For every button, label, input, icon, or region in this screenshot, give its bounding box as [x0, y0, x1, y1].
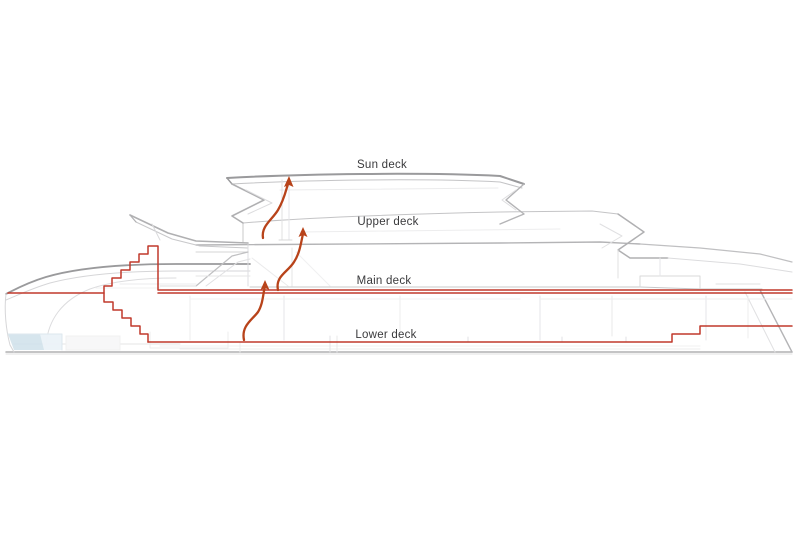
label-main-deck: Main deck — [357, 275, 412, 287]
lower-deck-red-line — [147, 325, 793, 343]
upper-deck-roof-line — [242, 210, 619, 224]
radar-visor-strut — [151, 223, 161, 241]
md-house-front-slope — [195, 251, 249, 287]
md-bulkhead-aft — [639, 275, 701, 290]
bow-stem-line — [4, 293, 15, 353]
bow-lower-panel — [65, 335, 121, 351]
radar-visor-tip — [129, 214, 137, 223]
arrow-main-to-upper-head — [298, 227, 308, 237]
arrow-main-to-upper-shaft — [276, 232, 305, 292]
label-lower-deck: Lower deck — [355, 329, 416, 341]
arrow-main-to-upper — [276, 227, 308, 292]
sun-deck-aft-support-inner — [501, 189, 517, 211]
md-house-diag-1 — [251, 257, 289, 287]
main-deck-red-line — [7, 245, 793, 294]
upper-aft-overhang-inner — [667, 257, 793, 273]
sun-deck-roof — [226, 172, 525, 241]
stern-transom-line — [759, 289, 793, 353]
upper-aft-zigzag-inner — [599, 223, 623, 249]
tender-window-outline — [7, 333, 63, 351]
ld-box-fore — [149, 331, 229, 349]
radar-visor-lower — [135, 221, 249, 249]
hull-group — [4, 263, 793, 355]
upper-deck-sole-line — [195, 241, 641, 246]
bow-interior-curve — [45, 277, 177, 346]
lower-deck-interior-details — [149, 331, 701, 353]
sun-deck-bottom-edge — [231, 179, 523, 189]
sun-deck-fore-support-inner — [245, 189, 273, 215]
main-deck-edge-aft — [249, 286, 763, 290]
circulation-arrows — [242, 176, 308, 342]
upper-window-band — [299, 228, 561, 233]
stern-transom-inner — [744, 291, 776, 353]
label-sun-deck: Sun deck — [357, 159, 407, 171]
radar-visor-upper — [129, 214, 249, 244]
main-deck-interior-details — [189, 275, 793, 341]
tender-window-highlight — [40, 334, 62, 350]
bow-sheer-inner — [5, 270, 251, 301]
lower-deck-red-fore-steps — [103, 292, 149, 343]
sun-deck-top-edge — [226, 172, 525, 185]
sun-deck-fore-tip — [226, 177, 233, 185]
bow-glass-group — [7, 333, 121, 351]
arrow-lower-to-main-shaft — [242, 284, 267, 342]
arrow-upper-to-sun-shaft — [261, 182, 290, 240]
sun-deck-aft-support — [499, 183, 525, 225]
main-deck-house — [95, 251, 331, 289]
arrow-upper-to-sun-head — [284, 176, 294, 187]
upper-deck-house — [129, 210, 793, 287]
arrow-lower-to-main — [242, 280, 270, 342]
upper-aft-overhang — [639, 243, 793, 263]
upper-aft-zigzag — [617, 213, 669, 259]
label-upper-deck: Upper deck — [357, 216, 418, 228]
arrow-lower-to-main-head — [260, 280, 270, 290]
arrow-upper-to-sun — [261, 176, 294, 240]
sun-deck-interior-line — [279, 187, 499, 191]
bow-sheer-line — [5, 263, 251, 295]
deck-labels-group: Sun deck Upper deck Main deck Lower deck — [355, 159, 418, 341]
md-house-front-slope-inner — [205, 258, 251, 287]
md-house-diag-2 — [295, 251, 331, 287]
sun-deck-fore-support — [231, 183, 265, 224]
